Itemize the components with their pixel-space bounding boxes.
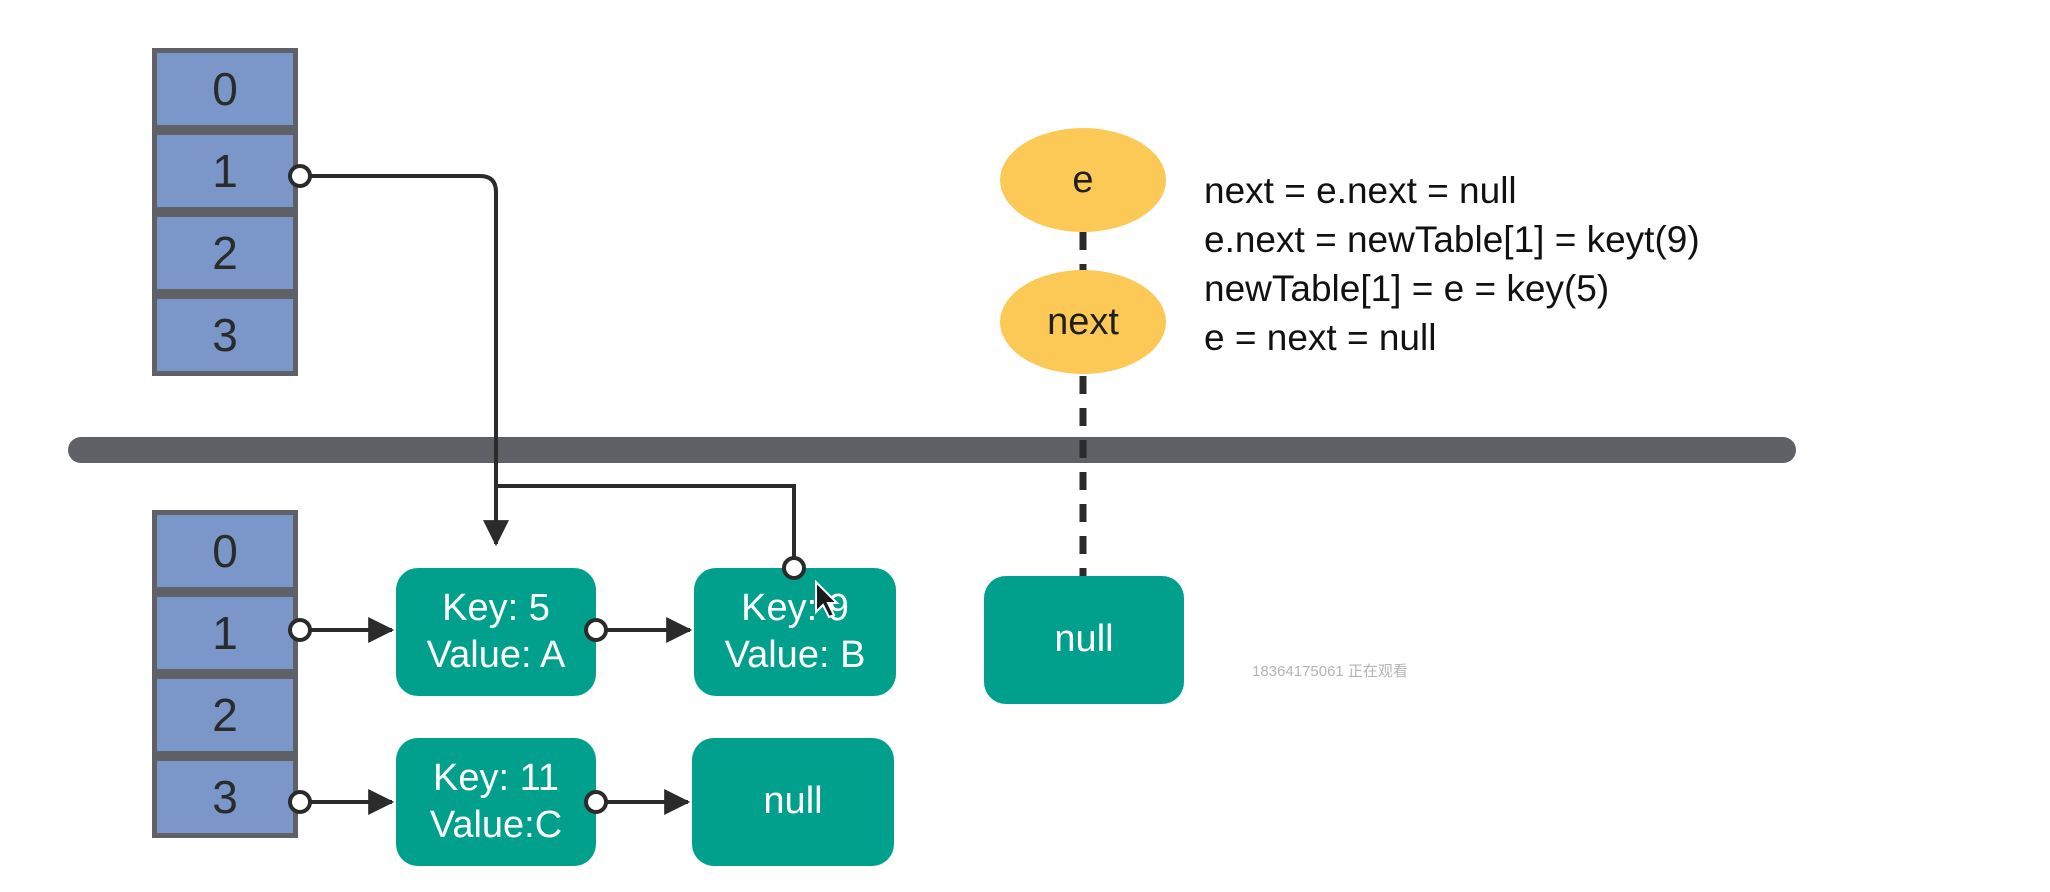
old-bucket-3: 3 <box>152 294 298 376</box>
new-bucket-0: 0 <box>152 510 298 592</box>
code-line-2: e.next = newTable[1] = keyt(9) <box>1204 219 1700 260</box>
code-line-1: next = e.next = null <box>1204 170 1517 211</box>
node-key-9: Key: 9 Value: B <box>694 568 896 696</box>
old-bucket-1: 1 <box>152 130 298 212</box>
node-key-11-value: Value:C <box>429 804 563 846</box>
new-bucket-3: 3 <box>152 756 298 838</box>
divider-bar <box>68 437 1796 463</box>
code-steps: next = e.next = null e.next = newTable[1… <box>1204 166 1700 362</box>
node-key-5-value: Value: A <box>426 634 566 676</box>
node-key-5: Key: 5 Value: A <box>396 568 596 696</box>
viewer-watermark: 18364175061 正在观看 <box>1252 663 1408 680</box>
old-bucket-1-link <box>300 174 509 547</box>
new-bucket-2: 2 <box>152 674 298 756</box>
old-bucket-2: 2 <box>152 212 298 294</box>
node-key-9-key: Key: 9 <box>741 586 849 629</box>
node-key-9-back-link <box>496 484 796 568</box>
code-line-4: e = next = null <box>1204 317 1437 358</box>
e-pointer-label: e <box>1072 158 1094 201</box>
e-pointer: e <box>1000 128 1166 232</box>
node-key-11-key: Key: 11 <box>432 756 560 799</box>
code-line-3: newTable[1] = e = key(5) <box>1204 268 1610 309</box>
node-key-5-key: Key: 5 <box>442 586 550 629</box>
old-bucket-0: 0 <box>152 48 298 130</box>
null-node-next: null <box>984 576 1184 704</box>
new-bucket-1: 1 <box>152 592 298 674</box>
next-pointer: next <box>1000 270 1166 374</box>
node-key-11: Key: 11 Value:C <box>396 738 596 866</box>
null-node-row3: null <box>692 738 894 866</box>
next-pointer-label: next <box>1047 300 1119 343</box>
null-node-next-label: null <box>1054 618 1114 661</box>
node-key-9-value: Value: B <box>724 634 866 676</box>
null-node-row3-label: null <box>763 780 823 823</box>
